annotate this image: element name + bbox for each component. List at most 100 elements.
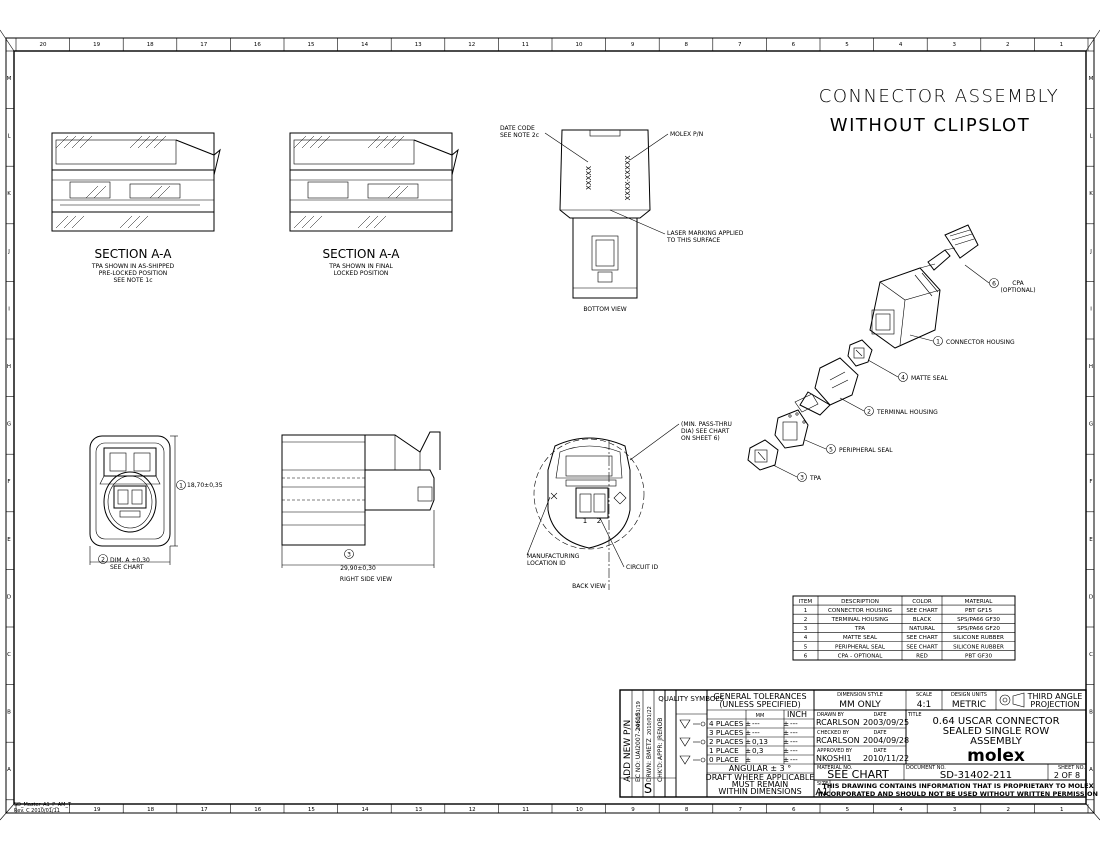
side-dim-length: 29,90±0,30 [340, 565, 376, 572]
matte-seal-label: MATTE SEAL [911, 375, 948, 382]
callout-5-number: 5 [829, 447, 833, 454]
checked-date-value: 2004/09/28 [863, 736, 909, 745]
zone-number-bottom: 18 [147, 807, 154, 813]
table-cell: SPS/PA66 GF30 [957, 617, 1000, 623]
callout-1-circle [933, 336, 943, 346]
tolerance-inch-value: --- [790, 746, 798, 755]
drawing-title-line1: CONNECTOR ASSEMBLY [819, 86, 1060, 107]
drawn-by-label: DRAWN BY [817, 712, 845, 718]
terminal-housing-part [794, 357, 859, 416]
tolerance-places: 3 PLACES [709, 728, 744, 737]
table-header-cell: MATERIAL [965, 599, 994, 605]
zone-number-bottom: 17 [201, 807, 208, 813]
bottom-view-caption: BOTTOM VIEW [583, 306, 626, 313]
projection-label-1: THIRD ANGLE [1027, 692, 1083, 701]
back-pin-1: 1 [583, 517, 587, 525]
cpa-optional-label: (OPTIONAL) [1000, 287, 1035, 294]
document-number-value: SD-31402-211 [940, 770, 1012, 781]
section-view-locked: SECTION A-A TPA SHOWN IN FINAL LOCKED PO… [289, 132, 459, 277]
table-cell: MATTE SEAL [843, 635, 878, 641]
tolerance-mm-value: --- [752, 719, 760, 728]
border-zone-ticks [6, 38, 1094, 813]
section-left-note1: TPA SHOWN IN AS-SHIPPED [91, 263, 175, 270]
tolerance-places: 2 PLACES [709, 737, 744, 746]
connector-housing-part [869, 263, 941, 349]
back-view-note1: (MIN. PASS-THRU [681, 421, 732, 428]
tolerance-mm-value: 0,13 [752, 737, 768, 746]
zone-letter-left: L [7, 134, 11, 140]
zone-number-top: 10 [576, 42, 583, 48]
tolerance-mm-value: --- [752, 728, 760, 737]
revision-checked: CHK'D: [657, 761, 664, 782]
zone-number-bottom: 10 [576, 807, 583, 813]
zone-number-top: 18 [147, 42, 154, 48]
zone-number-top: 6 [792, 42, 796, 48]
callout-4-number: 4 [901, 375, 905, 382]
scale-value: 4:1 [917, 700, 931, 710]
tolerance-plusminus-mm: ± [745, 719, 751, 728]
section-right-title: SECTION A-A [323, 247, 401, 261]
checked-date-label: DATE [873, 730, 886, 736]
section-view-preloaded: SECTION A-A TPA SHOWN IN AS-SHIPPED PRE-… [51, 132, 221, 284]
zone-letter-right: K [1089, 191, 1093, 197]
manufacturing-location-label: MANUFACTURING [527, 553, 580, 560]
zone-letter-right: M [1089, 76, 1094, 82]
zone-letter-right: E [1089, 537, 1093, 543]
approved-by-value: NKOSHI1 [816, 754, 852, 763]
front-dim-height: 18,70±0,35 [187, 482, 223, 489]
zone-letter-left: F [7, 479, 10, 485]
table-cell: SEE CHART [906, 608, 938, 614]
tolerance-plusminus-inch: ± [783, 746, 789, 755]
tolerance-inch-header: INCH [787, 710, 807, 719]
table-cell: 2 [804, 617, 808, 623]
tolerance-inch-value: --- [790, 728, 798, 737]
part-title-line3: ASSEMBLY [970, 736, 1023, 747]
front-dim-a-note: SEE CHART [110, 564, 144, 571]
date-code-label: DATE CODE [500, 125, 535, 132]
revision-letter: S [644, 782, 652, 797]
corner-note-2: Rev. C 2010/01/11 [14, 808, 60, 814]
tolerance-plusminus-mm: ± [745, 755, 751, 764]
proprietary-note-1: THIS DRAWING CONTAINS INFORMATION THAT I… [822, 782, 1093, 790]
draft-note-3: WITHIN DIMENSIONS [718, 787, 801, 796]
angular-tolerance: ANGULAR ± 3 ° [729, 764, 792, 773]
callout-1-number: 1 [936, 339, 940, 346]
zone-number-top: 8 [684, 42, 688, 48]
callout-2-circle [864, 406, 874, 416]
zone-number-bottom: 5 [846, 807, 850, 813]
zone-number-bottom: 6 [792, 807, 796, 813]
revision-date-2: 2010/01/22 [647, 706, 653, 735]
zone-number-top: 13 [415, 42, 422, 48]
zone-letter-right: C [1089, 652, 1093, 658]
zone-number-top: 14 [361, 42, 368, 48]
zone-letter-right: A [1089, 767, 1093, 773]
draft-note-2: MUST REMAIN [732, 780, 789, 789]
zone-letter-left: K [7, 191, 11, 197]
tolerance-plusminus-mm: ± [745, 728, 751, 737]
part-title-line2: SEALED SINGLE ROW [943, 726, 1050, 737]
matte-seal-part [847, 339, 873, 367]
table-cell: SPS/PA66 GF20 [957, 626, 1000, 632]
projection-label-2: PROJECTION [1030, 700, 1079, 709]
revision-approved: APPR: JRENOB [657, 718, 664, 760]
zone-number-bottom: 19 [94, 807, 101, 813]
zone-letter-left: H [7, 364, 11, 370]
peripheral-seal-part [774, 409, 809, 449]
tolerance-plusminus-mm: ± [745, 746, 751, 755]
zone-number-top: 3 [952, 42, 956, 48]
table-cell: SILICONE RUBBER [953, 635, 1004, 641]
tolerance-inch-value: --- [790, 719, 798, 728]
zone-letter-right: I [1090, 306, 1092, 312]
tolerance-places: 1 PLACE [709, 746, 739, 755]
tolerance-plusminus-inch: ± [783, 719, 789, 728]
table-cell: 4 [804, 635, 808, 641]
table-cell: 5 [804, 644, 808, 650]
zone-number-bottom: 8 [685, 807, 689, 813]
front-callout-2-circle [98, 554, 108, 564]
front-callout-1-circle [176, 480, 186, 490]
tolerance-plusminus-inch: ± [783, 755, 789, 764]
peripheral-seal-label: PERIPHERAL SEAL [839, 447, 893, 454]
dimension-style-value: MM ONLY [839, 700, 881, 710]
